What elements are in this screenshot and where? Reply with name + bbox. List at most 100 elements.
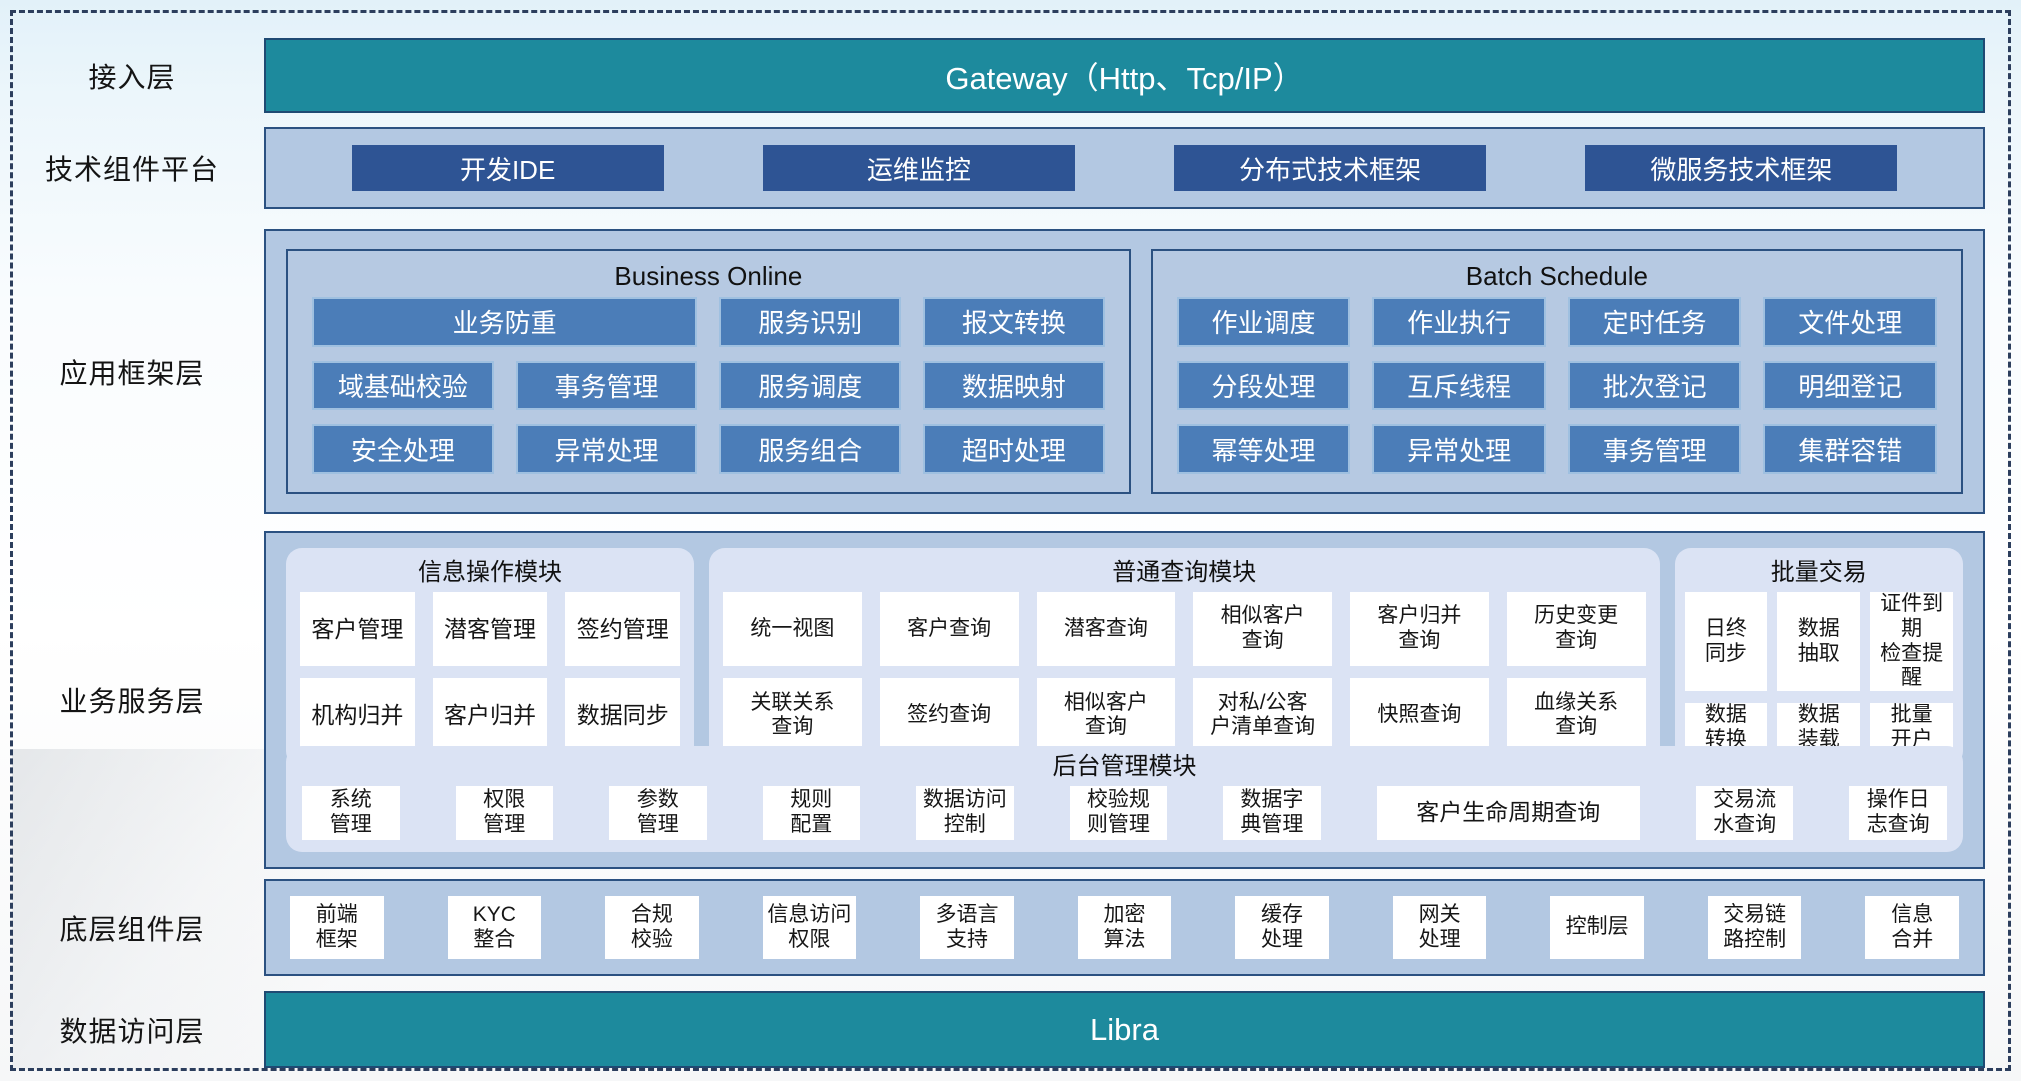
service-node: 操作日 志查询 — [1849, 786, 1947, 840]
framework-node: 业务防重 — [312, 297, 698, 347]
service-node: 客户归并 — [432, 678, 548, 753]
service-node: 对私/公客 户清单查询 — [1193, 678, 1332, 753]
app-framework-box: Business Online 业务防重服务识别报文转换域基础校验事务管理服务调… — [264, 229, 1985, 514]
info-operation-items: 客户管理潜客管理签约管理机构归并客户归并数据同步 — [300, 592, 681, 753]
component-node: 网关 处理 — [1392, 896, 1487, 959]
service-node: 数据同步 — [565, 678, 681, 753]
framework-node: 幂等处理 — [1176, 424, 1351, 474]
layer-label-business-service: 业务服务层 — [59, 686, 205, 717]
framework-node: 文件处理 — [1763, 297, 1937, 347]
framework-node: 作业执行 — [1372, 297, 1546, 347]
component-node: 交易链 路控制 — [1707, 896, 1802, 959]
service-node: 系统 管理 — [302, 786, 400, 840]
panel-title: 普通查询模块 — [1112, 559, 1257, 586]
service-node: 客户生命周期查询 — [1376, 786, 1640, 840]
framework-node: 批次登记 — [1567, 360, 1742, 411]
service-node: 证件到期 检查提醒 — [1870, 592, 1953, 692]
layer-label-access: 接入层 — [88, 61, 176, 93]
panel-common-query: 普通查询模块 统一视图客户查询潜客查询相似客户 查询客户归并 查询历史变更 查询… — [709, 548, 1660, 767]
framework-node: 作业调度 — [1176, 297, 1351, 347]
business-service-row: 业务服务层 信息操作模块 客户管理潜客管理签约管理机构归并客户归并数据同步 普通… — [0, 531, 1985, 869]
panel-batch-trade: 批量交易 日终 同步数据 抽取证件到期 检查提醒数据 转换数据 装载批量 开户 — [1674, 548, 1963, 767]
panel-info-operation: 信息操作模块 客户管理潜客管理签约管理机构归并客户归并数据同步 — [286, 548, 695, 767]
service-node: 交易流 水查询 — [1695, 786, 1794, 840]
framework-node: 集群容错 — [1763, 424, 1937, 474]
service-node: 客户归并 查询 — [1350, 592, 1489, 667]
service-node: 血缘关系 查询 — [1506, 678, 1646, 753]
layer-label-base-components: 底层组件层 — [59, 913, 205, 945]
service-node: 签约管理 — [565, 592, 681, 667]
admin-module-items: 系统 管理权限 管理参数 管理规则 配置数据访问 控制校验规 则管理数据字 典管… — [302, 786, 1947, 840]
framework-node: 明细登记 — [1763, 360, 1937, 411]
component-node: 控制层 — [1550, 896, 1644, 959]
component-node: 合规 校验 — [605, 896, 699, 959]
service-node: 数据 转换 — [1684, 703, 1768, 753]
service-node: 批量 开户 — [1870, 703, 1953, 753]
tech-component-node: 开发IDE — [351, 145, 664, 191]
component-node: 信息 合并 — [1865, 896, 1960, 959]
component-node: 缓存 处理 — [1235, 896, 1329, 959]
service-node: 数据字 典管理 — [1223, 786, 1321, 840]
framework-node: 超时处理 — [923, 424, 1105, 474]
common-query-items: 统一视图客户查询潜客查询相似客户 查询客户归并 查询历史变更 查询关联关系 查询… — [723, 592, 1646, 753]
service-node: 快照查询 — [1350, 678, 1489, 753]
panel-title: 后台管理模块 — [1052, 753, 1197, 780]
framework-node: 异常处理 — [515, 424, 698, 474]
business-service-top: 信息操作模块 客户管理潜客管理签约管理机构归并客户归并数据同步 普通查询模块 统… — [286, 548, 1963, 767]
panel-title: 批量交易 — [1770, 559, 1867, 586]
component-node: KYC 整合 — [447, 896, 542, 959]
service-node: 数据访问 控制 — [916, 786, 1014, 840]
panel-title: Batch Schedule — [1465, 261, 1648, 291]
framework-node: 事务管理 — [515, 360, 698, 411]
service-node: 数据 抽取 — [1777, 592, 1861, 692]
panel-title: Business Online — [614, 261, 803, 291]
service-node: 潜客查询 — [1036, 592, 1176, 667]
gateway-bar: Gateway（Http、Tcp/IP） — [264, 38, 1985, 113]
tech-component-node: 微服务技术框架 — [1585, 145, 1898, 191]
layer-label-data-access: 数据访问层 — [59, 1015, 205, 1047]
service-node: 相似客户 查询 — [1036, 678, 1176, 753]
framework-node: 报文转换 — [923, 297, 1105, 347]
panel-business-online: Business Online 业务防重服务识别报文转换域基础校验事务管理服务调… — [286, 249, 1131, 494]
tech-component-node: 运维监控 — [762, 145, 1075, 191]
access-layer-row: 接入层 Gateway（Http、Tcp/IP） — [0, 38, 1985, 113]
panel-admin-module: 后台管理模块 系统 管理权限 管理参数 管理规则 配置数据访问 控制校验规 则管… — [286, 746, 1963, 852]
service-node: 客户管理 — [300, 592, 415, 667]
service-node: 数据 装载 — [1777, 703, 1861, 753]
layer-label-app-framework: 应用框架层 — [59, 357, 205, 389]
service-node: 潜客管理 — [432, 592, 548, 667]
service-node: 参数 管理 — [609, 786, 707, 840]
framework-node: 服务组合 — [719, 424, 902, 474]
business-online-items: 业务防重服务识别报文转换域基础校验事务管理服务调度数据映射安全处理异常处理服务组… — [312, 297, 1105, 474]
framework-node: 服务识别 — [719, 297, 902, 347]
panel-title: 信息操作模块 — [418, 559, 563, 586]
component-node: 前端 框架 — [290, 896, 384, 959]
business-service-box: 信息操作模块 客户管理潜客管理签约管理机构归并客户归并数据同步 普通查询模块 统… — [264, 531, 1985, 869]
service-node: 统一视图 — [723, 592, 862, 667]
service-node: 日终 同步 — [1684, 592, 1768, 692]
service-node: 签约查询 — [879, 678, 1019, 753]
panel-batch-schedule: Batch Schedule 作业调度作业执行定时任务文件处理分段处理互斥线程批… — [1150, 249, 1963, 494]
service-node: 历史变更 查询 — [1506, 592, 1646, 667]
framework-node: 域基础校验 — [312, 360, 494, 411]
framework-node: 分段处理 — [1176, 360, 1351, 411]
service-node: 客户查询 — [879, 592, 1019, 667]
framework-node: 事务管理 — [1567, 424, 1742, 474]
framework-node: 互斥线程 — [1372, 360, 1546, 411]
batch-trade-items: 日终 同步数据 抽取证件到期 检查提醒数据 转换数据 装载批量 开户 — [1684, 592, 1953, 753]
libra-bar: Libra — [264, 991, 1985, 1068]
framework-node: 异常处理 — [1372, 424, 1546, 474]
service-node: 关联关系 查询 — [723, 678, 862, 753]
service-node: 相似客户 查询 — [1193, 592, 1332, 667]
layer-label-tech-platform: 技术组件平台 — [44, 154, 219, 185]
service-node: 权限 管理 — [455, 786, 554, 840]
service-node: 规则 配置 — [762, 786, 861, 840]
batch-schedule-items: 作业调度作业执行定时任务文件处理分段处理互斥线程批次登记明细登记幂等处理异常处理… — [1176, 297, 1937, 474]
component-node: 信息访问 权限 — [762, 896, 857, 959]
